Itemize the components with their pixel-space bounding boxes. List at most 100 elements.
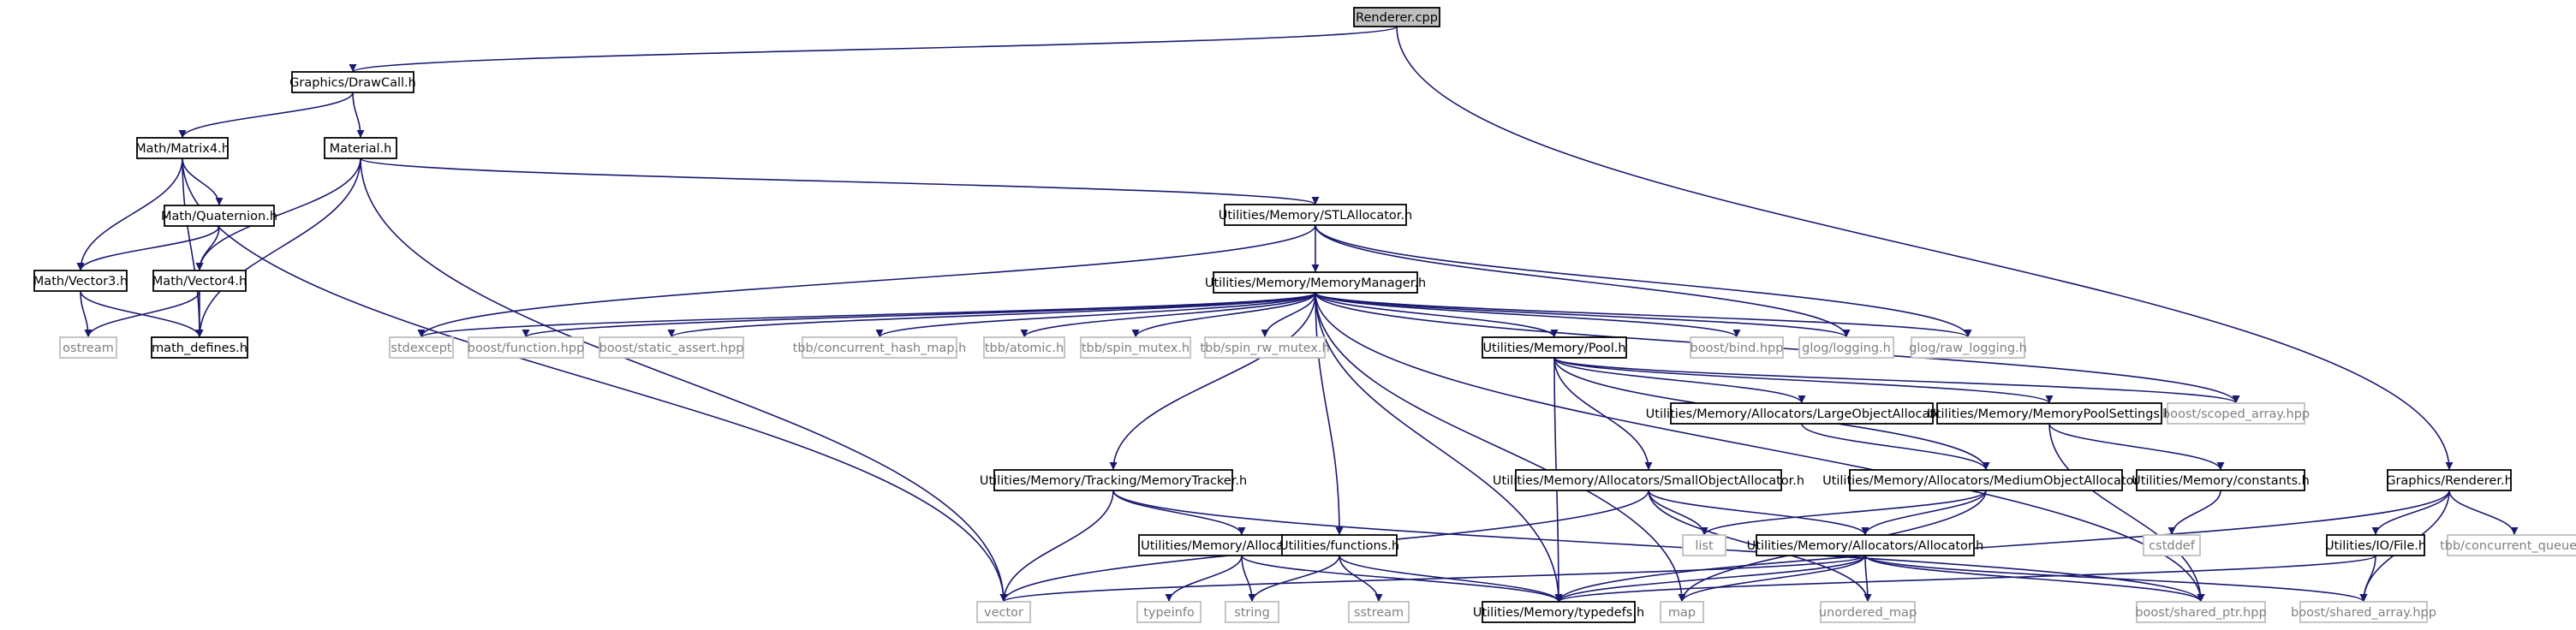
node-n0[interactable]: Renderer.cpp bbox=[1353, 7, 1440, 27]
node-box-n27 bbox=[1849, 469, 2123, 491]
node-label-n28: Utilities/Memory/constants.h bbox=[2132, 474, 2310, 488]
node-label-n14: tbb/concurrent_hash_map.h bbox=[793, 342, 967, 355]
node-label-n38: typeinfo bbox=[1143, 606, 1195, 620]
edge-n23-n28 bbox=[2048, 423, 2225, 471]
node-n24: boost/scoped_array.hpp bbox=[2162, 402, 2310, 425]
node-box-n13 bbox=[599, 336, 744, 359]
node-n15: tbb/atomic.h bbox=[983, 336, 1065, 359]
edge-n9-n21 bbox=[1315, 224, 1972, 338]
edge-n30-n41 bbox=[1241, 555, 1563, 603]
edge-n9-n20 bbox=[1315, 224, 1851, 338]
node-n27[interactable]: Utilities/Memory/Allocators/MediumObject… bbox=[1822, 469, 2150, 491]
edge-n18-n22 bbox=[1553, 357, 1806, 404]
edge-n18-n23 bbox=[1553, 357, 2054, 404]
node-n5[interactable]: Math/Vector3.h bbox=[33, 270, 128, 292]
node-box-n29 bbox=[2387, 469, 2512, 491]
node-n10[interactable]: Utilities/Memory/MemoryManager.h bbox=[1205, 271, 1426, 294]
node-label-n17: tbb/spin_rw_mutex.h bbox=[1200, 342, 1329, 355]
node-n25[interactable]: Utilities/Memory/Tracking/MemoryTracker.… bbox=[980, 469, 1247, 491]
node-label-n13: boost/static_assert.hpp bbox=[599, 342, 744, 355]
edge-n25-n37 bbox=[999, 490, 1114, 603]
edge-n6-n7 bbox=[84, 290, 200, 338]
node-box-n4 bbox=[164, 205, 275, 227]
node-label-n37: vector bbox=[984, 606, 1023, 620]
node-box-n22 bbox=[1670, 402, 1934, 425]
node-box-n21 bbox=[1911, 336, 2025, 359]
node-box-n12 bbox=[468, 336, 584, 359]
edge-n25-n44 bbox=[1112, 490, 2205, 603]
edge-n10-n42 bbox=[1315, 292, 1686, 603]
edge-n4-n5 bbox=[76, 225, 220, 271]
node-n16: tbb/spin_mutex.h bbox=[1080, 336, 1191, 359]
node-box-n42 bbox=[1660, 601, 1704, 623]
node-box-n5 bbox=[33, 270, 128, 292]
node-label-n29: Graphics/Renderer.h bbox=[2386, 474, 2513, 488]
node-n28[interactable]: Utilities/Memory/constants.h bbox=[2132, 469, 2310, 491]
node-box-n32 bbox=[1682, 534, 1726, 556]
node-n23[interactable]: Utilities/Memory/MemoryPoolSettings.h bbox=[1927, 402, 2172, 425]
edge-n33-n37 bbox=[999, 555, 1866, 603]
node-n2[interactable]: Math/Matrix4.h bbox=[135, 137, 230, 159]
edge-n26-n33 bbox=[1648, 490, 1869, 536]
node-n22[interactable]: Utilities/Memory/Allocators/LargeObjectA… bbox=[1646, 402, 1959, 425]
node-label-n40: sstream bbox=[1354, 606, 1404, 620]
node-label-n43: unordered_map bbox=[1819, 606, 1917, 620]
node-n8[interactable]: math_defines.h bbox=[151, 336, 248, 359]
node-box-n24 bbox=[2167, 402, 2305, 425]
edge-n10-n14 bbox=[875, 292, 1316, 338]
node-n29[interactable]: Graphics/Renderer.h bbox=[2386, 469, 2513, 491]
node-box-n31 bbox=[1281, 534, 1398, 556]
node-n31[interactable]: Utilities/functions.h bbox=[1279, 534, 1399, 556]
node-n26[interactable]: Utilities/Memory/Allocators/SmallObjectA… bbox=[1493, 469, 1804, 491]
edge-n23-n44 bbox=[2048, 423, 2205, 603]
node-label-n6: Math/Vector4.h bbox=[152, 275, 247, 288]
node-label-n15: tbb/atomic.h bbox=[985, 342, 1064, 355]
node-label-n23: Utilities/Memory/MemoryPoolSettings.h bbox=[1927, 407, 2172, 421]
node-label-n44: boost/shared_ptr.hpp bbox=[2135, 606, 2266, 620]
edge-n10-n15 bbox=[1020, 292, 1316, 338]
node-label-n11: stdexcept bbox=[391, 342, 452, 355]
node-box-n34 bbox=[2143, 534, 2201, 556]
node-box-n15 bbox=[983, 336, 1065, 359]
node-box-n7 bbox=[59, 336, 117, 359]
node-box-n44 bbox=[2136, 601, 2266, 623]
node-box-n11 bbox=[389, 336, 454, 359]
node-n35[interactable]: Utilities/IO/File.h bbox=[2325, 534, 2426, 556]
node-label-n22: Utilities/Memory/Allocators/LargeObjectA… bbox=[1646, 407, 1959, 421]
node-n33[interactable]: Utilities/Memory/Allocators/Allocator.h bbox=[1747, 534, 1984, 556]
node-n1[interactable]: Graphics/DrawCall.h bbox=[289, 71, 416, 93]
edge-layer bbox=[76, 26, 2519, 603]
node-n18[interactable]: Utilities/Memory/Pool.h bbox=[1482, 336, 1627, 359]
edge-n10-n21 bbox=[1315, 292, 1972, 338]
node-box-n26 bbox=[1515, 469, 1782, 491]
node-label-n33: Utilities/Memory/Allocators/Allocator.h bbox=[1747, 539, 1984, 553]
node-box-n41 bbox=[1482, 601, 1636, 623]
edge-n35-n45 bbox=[2359, 555, 2376, 603]
edge-n10-n18 bbox=[1315, 292, 1559, 338]
node-box-n23 bbox=[1936, 402, 2162, 425]
node-label-n2: Math/Matrix4.h bbox=[135, 142, 230, 156]
node-label-n39: string bbox=[1234, 606, 1270, 620]
edge-n9-n11 bbox=[417, 224, 1316, 338]
node-box-n20 bbox=[1798, 336, 1894, 359]
node-n3[interactable]: Material.h bbox=[324, 137, 397, 159]
node-n4[interactable]: Math/Quaternion.h bbox=[161, 205, 277, 227]
edge-n22-n27 bbox=[1801, 423, 1990, 471]
node-box-n35 bbox=[2326, 534, 2425, 556]
edge-n10-n20 bbox=[1315, 292, 1851, 338]
edge-n2-n37 bbox=[182, 158, 1008, 603]
node-label-n5: Math/Vector3.h bbox=[33, 275, 128, 288]
node-label-n34: cstddef bbox=[2149, 539, 2196, 553]
node-label-n19: boost/bind.hpp bbox=[1690, 342, 1784, 355]
edge-n35-n41 bbox=[1554, 555, 2376, 603]
node-box-n10 bbox=[1213, 271, 1418, 294]
node-n9[interactable]: Utilities/Memory/STLAllocator.h bbox=[1219, 204, 1412, 226]
node-box-n18 bbox=[1482, 336, 1627, 359]
node-n13: boost/static_assert.hpp bbox=[599, 336, 744, 359]
node-n6[interactable]: Math/Vector4.h bbox=[152, 270, 247, 292]
node-label-n25: Utilities/Memory/Tracking/MemoryTracker.… bbox=[980, 474, 1247, 488]
node-box-n28 bbox=[2136, 469, 2305, 491]
node-box-n25 bbox=[993, 469, 1233, 491]
node-n41[interactable]: Utilities/Memory/typedefs.h bbox=[1473, 601, 1644, 623]
